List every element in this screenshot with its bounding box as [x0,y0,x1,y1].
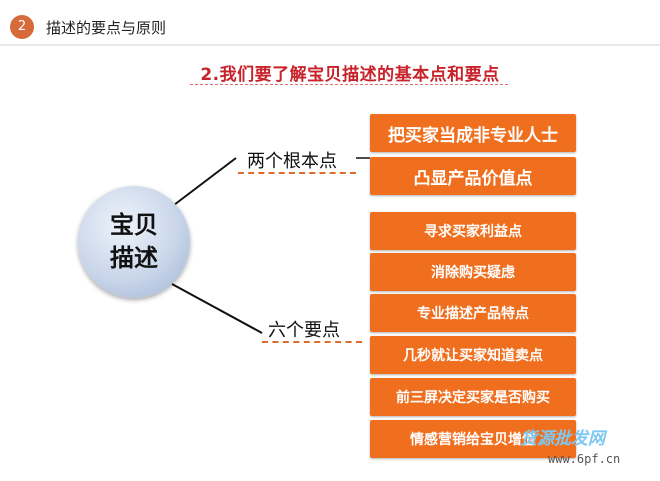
watermark-logo: 货源批发网 [520,429,605,449]
connector-top [169,157,237,209]
slide-title: 2.我们要了解宝贝描述的基本点和要点 [200,65,500,85]
connector-bottom [171,283,263,334]
section-number-badge: 2 [10,15,34,39]
branch-label-bottom: 六个要点 [268,320,340,341]
header-divider [0,44,660,46]
center-node-line2: 描述 [110,244,158,272]
key-point-box-1: 寻求买家利益点 [370,212,576,250]
branch-underline-bottom [262,341,362,343]
key-point-box-5: 前三屏决定买家是否购买 [370,378,576,416]
branch-label-top: 两个根本点 [247,151,337,172]
slide-header: 2 描述的要点与原则 [0,0,660,56]
key-point-box-2: 消除购买疑虑 [370,253,576,291]
top-point-box-2: 凸显产品价值点 [370,157,576,195]
title-underline [190,84,508,85]
watermark-url: www.6pf.cn [548,452,621,466]
top-point-box-1: 把买家当成非专业人士 [370,114,576,152]
center-node-text: 宝贝 描述 [104,209,164,275]
key-point-box-6: 情感营销给宝贝增值 [370,420,576,458]
branch-underline-top [238,172,356,174]
center-node: 宝贝 描述 [78,186,190,298]
section-title: 描述的要点与原则 [46,19,167,37]
center-node-line1: 宝贝 [110,211,158,239]
key-point-box-3: 专业描述产品特点 [370,294,576,332]
key-point-box-4: 几秒就让买家知道卖点 [370,336,576,374]
